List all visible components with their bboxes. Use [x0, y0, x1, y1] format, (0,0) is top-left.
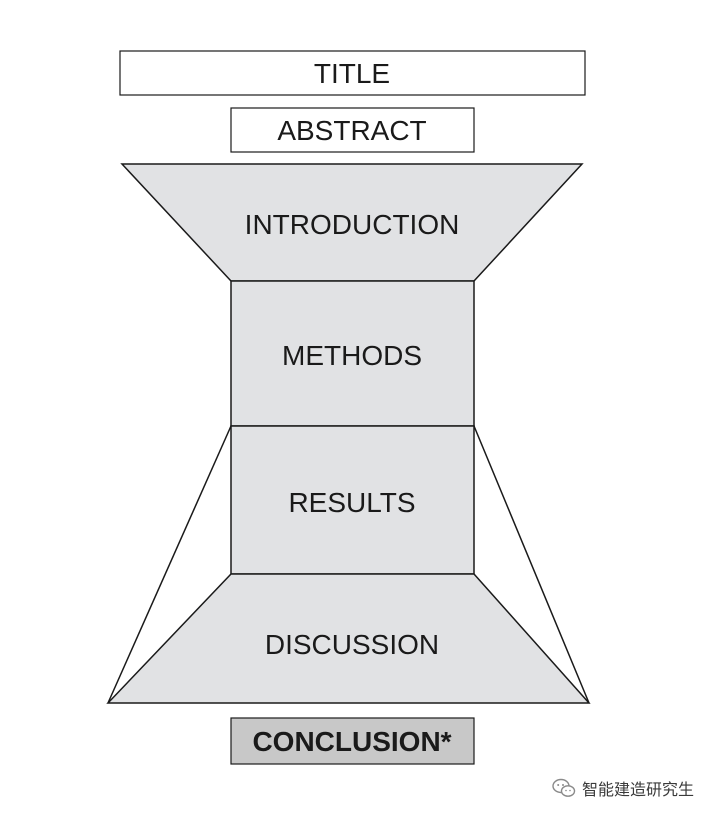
- abstract-section: ABSTRACT: [230, 107, 475, 153]
- discussion-label: DISCUSSION: [265, 629, 439, 660]
- chat-bubbles-icon: [552, 778, 576, 797]
- abstract-label: ABSTRACT: [277, 115, 426, 146]
- title-label: TITLE: [314, 58, 390, 89]
- right-widening-line: [473, 425, 590, 704]
- introduction-section: INTRODUCTION: [120, 163, 584, 282]
- watermark-text: 智能建造研究生: [581, 780, 694, 799]
- abstract-box: [230, 107, 475, 153]
- methods-box: [230, 280, 475, 427]
- introduction-label: INTRODUCTION: [245, 209, 460, 240]
- discussion-section: DISCUSSION: [106, 573, 591, 704]
- conclusion-label: CONCLUSION*: [252, 726, 451, 757]
- title-box: [119, 50, 586, 96]
- results-section: RESULTS: [230, 425, 475, 575]
- left-widening-line: [107, 425, 232, 704]
- watermark: 智能建造研究生: [552, 776, 694, 800]
- conclusion-section: CONCLUSION*: [230, 717, 475, 765]
- methods-section: METHODS: [230, 280, 475, 427]
- discussion-trapezoid: [106, 573, 591, 704]
- results-box: [230, 425, 475, 575]
- conclusion-box: [230, 717, 475, 765]
- title-section: TITLE: [119, 50, 586, 96]
- results-label: RESULTS: [288, 487, 415, 518]
- methods-label: METHODS: [282, 340, 422, 371]
